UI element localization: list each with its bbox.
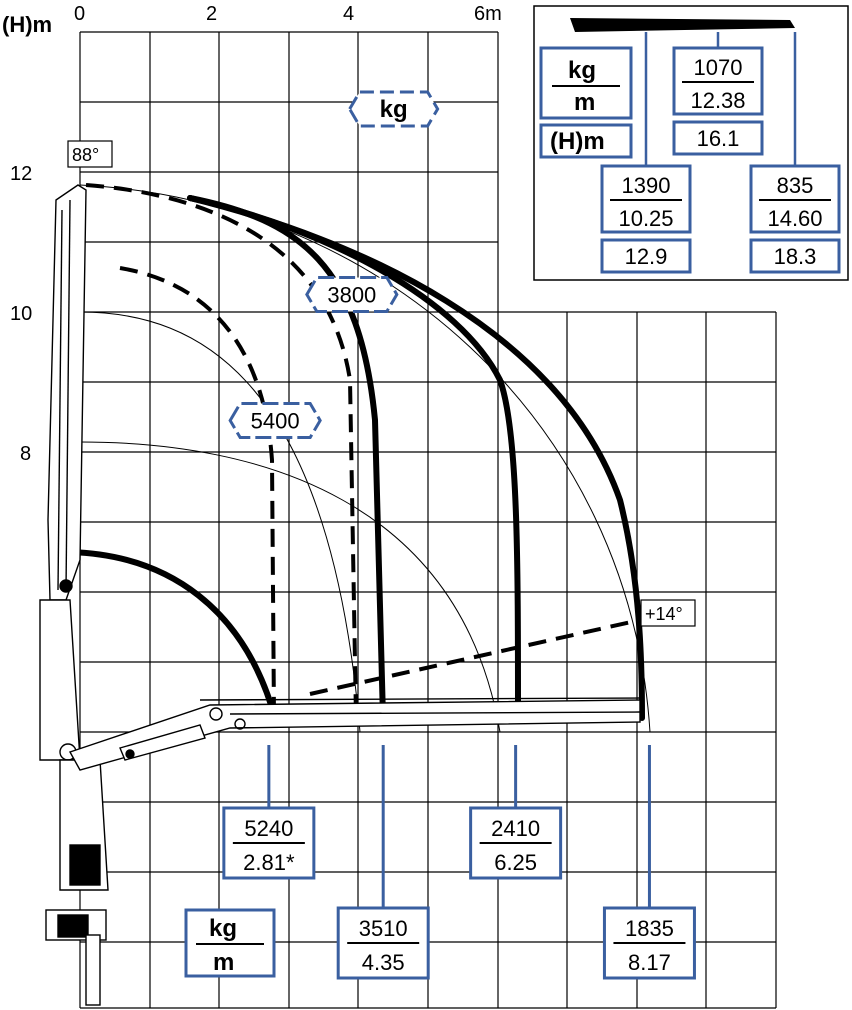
reach-m: 4.35: [362, 950, 405, 975]
envelope-label-text: kg: [380, 96, 408, 123]
y-axis-title: (H)m: [2, 12, 52, 37]
svg-text:88°: 88°: [72, 145, 99, 165]
legend-entry-1070: 1070 12.38 16.1: [672, 46, 764, 156]
reach-box-5240: 5240 2.81*: [222, 806, 316, 880]
envelope-label-text: 5400: [251, 409, 300, 434]
reach-box-2410: 2410 6.25: [469, 806, 563, 880]
dashed-curve-3800: [85, 183, 358, 719]
reach-m: 8.17: [628, 950, 671, 975]
max-angle-tag: 88°: [67, 140, 113, 168]
y-tick-label: 8: [20, 443, 31, 465]
envelope-labels: 5400 3800 kg: [228, 90, 440, 439]
dashed-angle-line: [309, 618, 641, 696]
legend-entry-1390: 1390 10.25 12.9: [600, 164, 692, 274]
legend-kg: 835: [777, 173, 814, 198]
legend-height: 12.9: [625, 244, 668, 269]
svg-text:(H)m: (H)m: [550, 128, 605, 155]
legend-height-frame: [600, 238, 692, 274]
legend-entry-835: 835 14.60 18.3: [749, 164, 841, 274]
y-tick-label: 10: [10, 303, 32, 325]
x-tick-label: 2: [206, 3, 217, 25]
load-curve-5240: [67, 549, 278, 721]
load-curves-dashed: [85, 183, 641, 719]
x-tick-label: 6m: [474, 3, 502, 25]
legend-height: 16.1: [697, 126, 740, 151]
reach-box-1835: 1835 8.17: [602, 906, 696, 980]
legend-kg: 1390: [622, 173, 671, 198]
x-tick-label: 4: [343, 3, 354, 25]
legend-m: 14.60: [767, 206, 822, 231]
reach-kg: 2410: [491, 816, 540, 841]
envelope-label-text: 3800: [327, 283, 376, 308]
reach-box-3510: 3510 4.35: [336, 906, 430, 980]
reach-kg: 1835: [625, 916, 674, 941]
x-tick-label: 0: [74, 3, 85, 25]
envelope-hexagon: [305, 276, 399, 313]
svg-text:kg: kg: [568, 57, 596, 84]
unit-box: kg m: [184, 908, 276, 978]
legend-height-frame: [672, 120, 764, 156]
legend-entries: 1070 12.38 16.1 1390 10.25 12.9 835 14.60 18.3: [600, 46, 841, 274]
load-curve-1835: [187, 195, 645, 721]
svg-text:m: m: [574, 89, 595, 116]
reach-drop-lines: [267, 745, 651, 908]
load-curves-solid: [67, 195, 645, 721]
reach-m: 2.81*: [243, 850, 295, 875]
legend-height: 18.3: [774, 244, 817, 269]
envelope-hexagon: [228, 402, 322, 439]
envelope-hexagon: [347, 90, 440, 128]
svg-text:m: m: [213, 949, 234, 976]
x-tick-labels: 0 2 4 6m: [74, 3, 502, 25]
envelope-label-5400: 5400: [228, 402, 322, 439]
min-angle-tag: +14°: [640, 599, 696, 627]
envelope-label-3800: 3800: [305, 276, 399, 313]
envelope-label-header: kg: [347, 90, 440, 128]
y-tick-labels: 12 10 8: [10, 163, 32, 465]
reach-kg: 3510: [359, 916, 408, 941]
legend-m: 10.25: [618, 206, 673, 231]
crane-schematic: [39, 184, 641, 1006]
svg-text:kg: kg: [209, 915, 237, 942]
legend-height-frame: [749, 238, 841, 274]
legend-kg: 1070: [694, 55, 743, 80]
dashed-curve-5400: [119, 266, 276, 719]
reach-kg: 5240: [244, 816, 293, 841]
legend-m: 12.38: [690, 88, 745, 113]
y-tick-label: 12: [10, 163, 32, 185]
reach-boxes: 5240 2.81* 3510 4.35 2410 6.25 1835 8.17: [222, 806, 696, 980]
svg-text:+14°: +14°: [645, 604, 683, 624]
reach-m: 6.25: [494, 850, 537, 875]
